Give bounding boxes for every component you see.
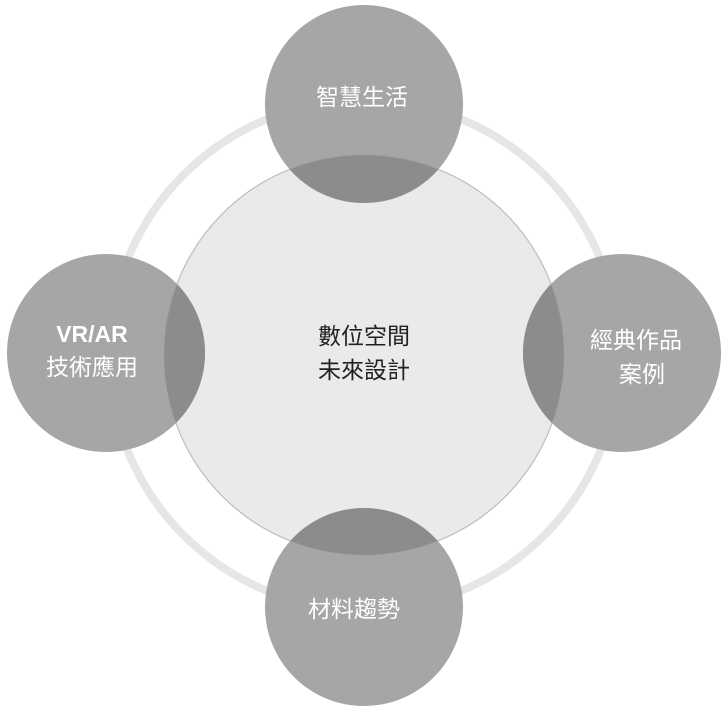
node-left-label-line2: 技術應用 [46,355,138,381]
center-label-line1: 數位空間 [318,324,410,350]
node-bottom-circle [265,508,463,706]
center-circle [163,154,565,556]
node-left-label-line1: VR/AR [56,321,128,347]
node-bottom-label: 材料趨勢 [308,597,400,623]
node-top-label: 智慧生活 [316,85,408,111]
center-outline [163,154,565,556]
node-left-circle [7,254,205,452]
center-label-line2: 未來設計 [318,358,410,384]
node-right-label-line2: 案例 [619,362,665,388]
node-right-label-line1: 經典作品 [590,328,682,354]
node-top-circle [265,5,463,203]
node-right-circle [523,254,721,452]
